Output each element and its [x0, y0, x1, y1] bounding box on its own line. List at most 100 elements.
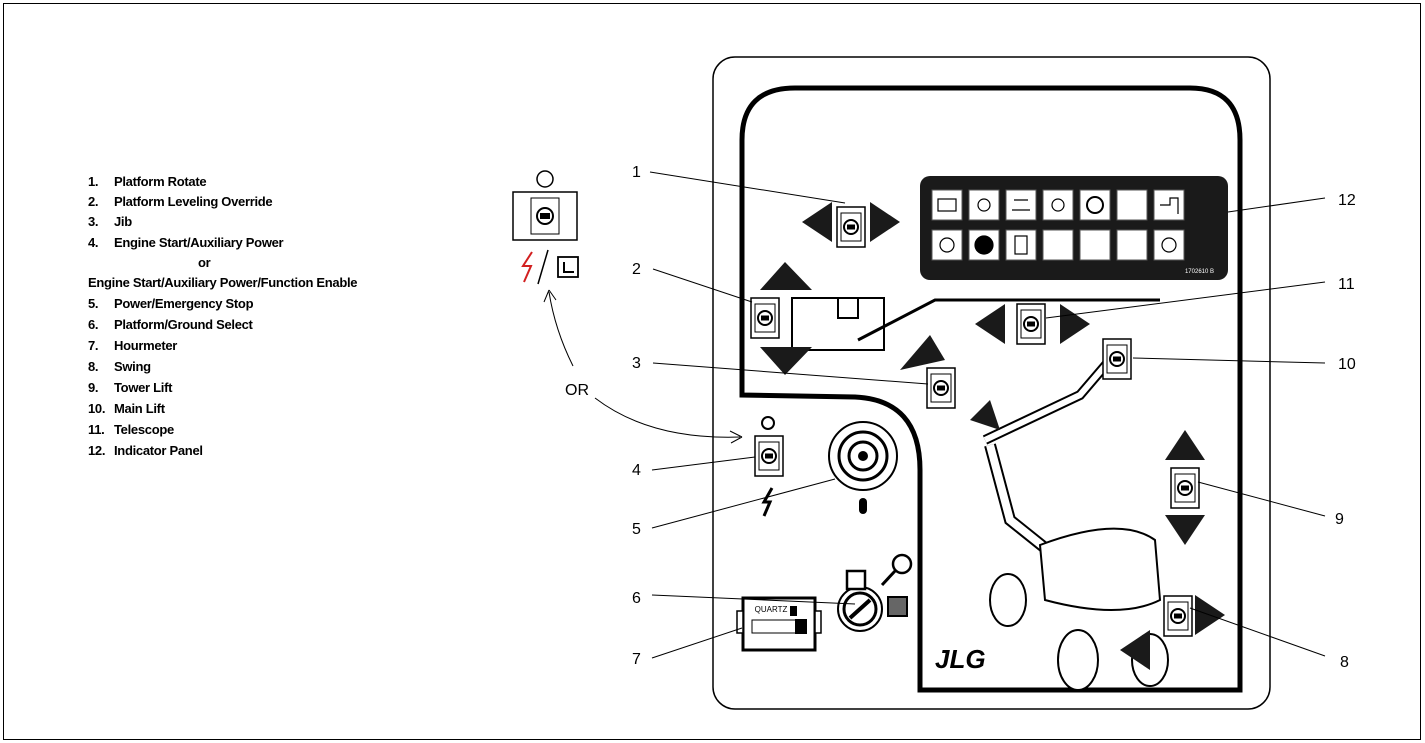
oil-pressure-icon [977, 198, 991, 212]
legend-label: Platform Rotate [114, 174, 207, 189]
jib-down-arrow-icon [970, 400, 1000, 430]
tilt-icon [939, 237, 955, 253]
legend-num: 1. [88, 174, 99, 189]
legend-num: 9. [88, 380, 99, 395]
lightning-icon [521, 251, 533, 283]
legend-item-or: or [198, 253, 211, 273]
legend-num: 10. [88, 401, 106, 416]
callout-numbers: 1 2 3 4 5 6 7 8 9 10 11 12 [632, 164, 1356, 671]
callout-7: 7 [632, 651, 641, 668]
swing-left-arrow-icon [1120, 630, 1150, 670]
legend-label: or [198, 255, 211, 270]
tower-down-arrow-icon [1165, 515, 1205, 545]
tower-lift-switch[interactable] [1170, 467, 1200, 509]
callout-9: 9 [1335, 511, 1344, 528]
panel-inner-border [739, 85, 1243, 693]
legend-item-2: 2. Platform Leveling Override [88, 192, 273, 212]
warning-icon [1086, 196, 1104, 214]
jib-up-arrow-icon [900, 335, 945, 370]
jlg-logo: JLG [935, 644, 986, 674]
callout-4: 4 [632, 462, 641, 479]
ground-select-icon [891, 553, 913, 575]
legend-label: Jib [114, 214, 132, 229]
filter-icon [1014, 235, 1028, 255]
callout-12: 12 [1338, 192, 1356, 209]
function-enable-icon [557, 256, 579, 278]
legend-label: Engine Start/Auxiliary Power [114, 235, 284, 250]
or-label: OR [565, 382, 589, 399]
jib-switch[interactable] [926, 367, 956, 409]
legend-num: 12. [88, 443, 106, 458]
legend-num: 5. [88, 296, 99, 311]
hourmeter-brand: QUARTZ [755, 605, 788, 614]
battery-icon [937, 198, 957, 212]
callout-6: 6 [632, 590, 641, 607]
legend-label: Telescope [114, 422, 174, 437]
legend-num: 3. [88, 214, 99, 229]
hourmeter: QUARTZ [736, 596, 822, 652]
platform-ground-key-switch[interactable] [837, 553, 913, 632]
fuel-level-icon [1160, 197, 1179, 214]
telescope-right-arrow-icon [1060, 304, 1090, 344]
legend-label: Tower Lift [114, 380, 173, 395]
indicator-panel: 1702610 B [920, 176, 1228, 280]
engine-start-switch[interactable] [754, 435, 784, 477]
rotate-right-arrow-icon [870, 202, 900, 242]
legend-label: Indicator Panel [114, 443, 203, 458]
legend-item-11: 11. Telescope [88, 420, 174, 440]
boom-lift-illustration [791, 297, 1169, 691]
legend-num: 6. [88, 317, 99, 332]
ground-square-icon [887, 596, 908, 617]
callout-11: 11 [1338, 276, 1355, 293]
alternate-switch-detail [512, 170, 579, 285]
or-connector [543, 289, 743, 444]
legend-num: 11. [88, 422, 105, 437]
legend-item-12: 12. Indicator Panel [88, 441, 203, 461]
legend-label: Platform Leveling Override [114, 194, 273, 209]
legend-num: 2. [88, 194, 99, 209]
legend-item-5: 5. Power/Emergency Stop [88, 294, 254, 314]
coolant-temp-icon [1012, 199, 1030, 211]
legend-label: Swing [114, 359, 151, 374]
callout-10: 10 [1338, 356, 1356, 373]
main-lift-switch[interactable] [1102, 338, 1132, 380]
legend-item-3: 3. Jib [88, 212, 132, 232]
tower-up-arrow-icon [1165, 430, 1205, 460]
indicator-part-number: 1702610 B [1185, 269, 1214, 275]
telescope-left-arrow-icon [975, 304, 1005, 344]
legend-item-8: 8.Swing [88, 357, 151, 377]
lightning-icon [761, 487, 774, 517]
glow-plug-icon [1161, 237, 1177, 253]
legend-label: Hourmeter [114, 338, 178, 353]
direction-arrows [760, 202, 1225, 670]
gear-icon [974, 235, 994, 255]
callout-5: 5 [632, 521, 641, 538]
figure-frame [3, 3, 1421, 740]
platform-square-icon [845, 569, 867, 591]
callout-2: 2 [632, 261, 641, 278]
telescope-switch[interactable] [1016, 303, 1046, 345]
platform-rotate-switch[interactable] [836, 206, 866, 248]
callout-1: 1 [632, 164, 641, 181]
glow-plug-icon [761, 416, 775, 430]
emergency-stop-button[interactable] [828, 421, 898, 514]
platform-level-switch[interactable] [750, 297, 780, 339]
legend-item-6: 6.Platform/Ground Select [88, 315, 253, 335]
swing-switch[interactable] [1163, 595, 1193, 637]
legend-item-4: 4. Engine Start/Auxiliary Power [88, 233, 284, 253]
fuel-icon [1051, 198, 1065, 212]
legend-num: 7. [88, 338, 99, 353]
legend-label: Power/Emergency Stop [114, 296, 254, 311]
callout-8: 8 [1340, 654, 1349, 671]
legend-num: 4. [88, 235, 99, 250]
legend-item-4b: Engine Start/Auxiliary Power/Function En… [88, 273, 358, 293]
legend-item-9: 9. Tower Lift [88, 378, 172, 398]
legend-item-1: 1. Platform Rotate [88, 172, 207, 192]
legend-item-7: 7. Hourmeter [88, 336, 177, 356]
rotate-left-arrow-icon [802, 202, 832, 242]
callout-3: 3 [632, 355, 641, 372]
glow-plug-icon [536, 170, 554, 188]
level-down-arrow-icon [760, 347, 812, 375]
power-icon [859, 498, 867, 514]
